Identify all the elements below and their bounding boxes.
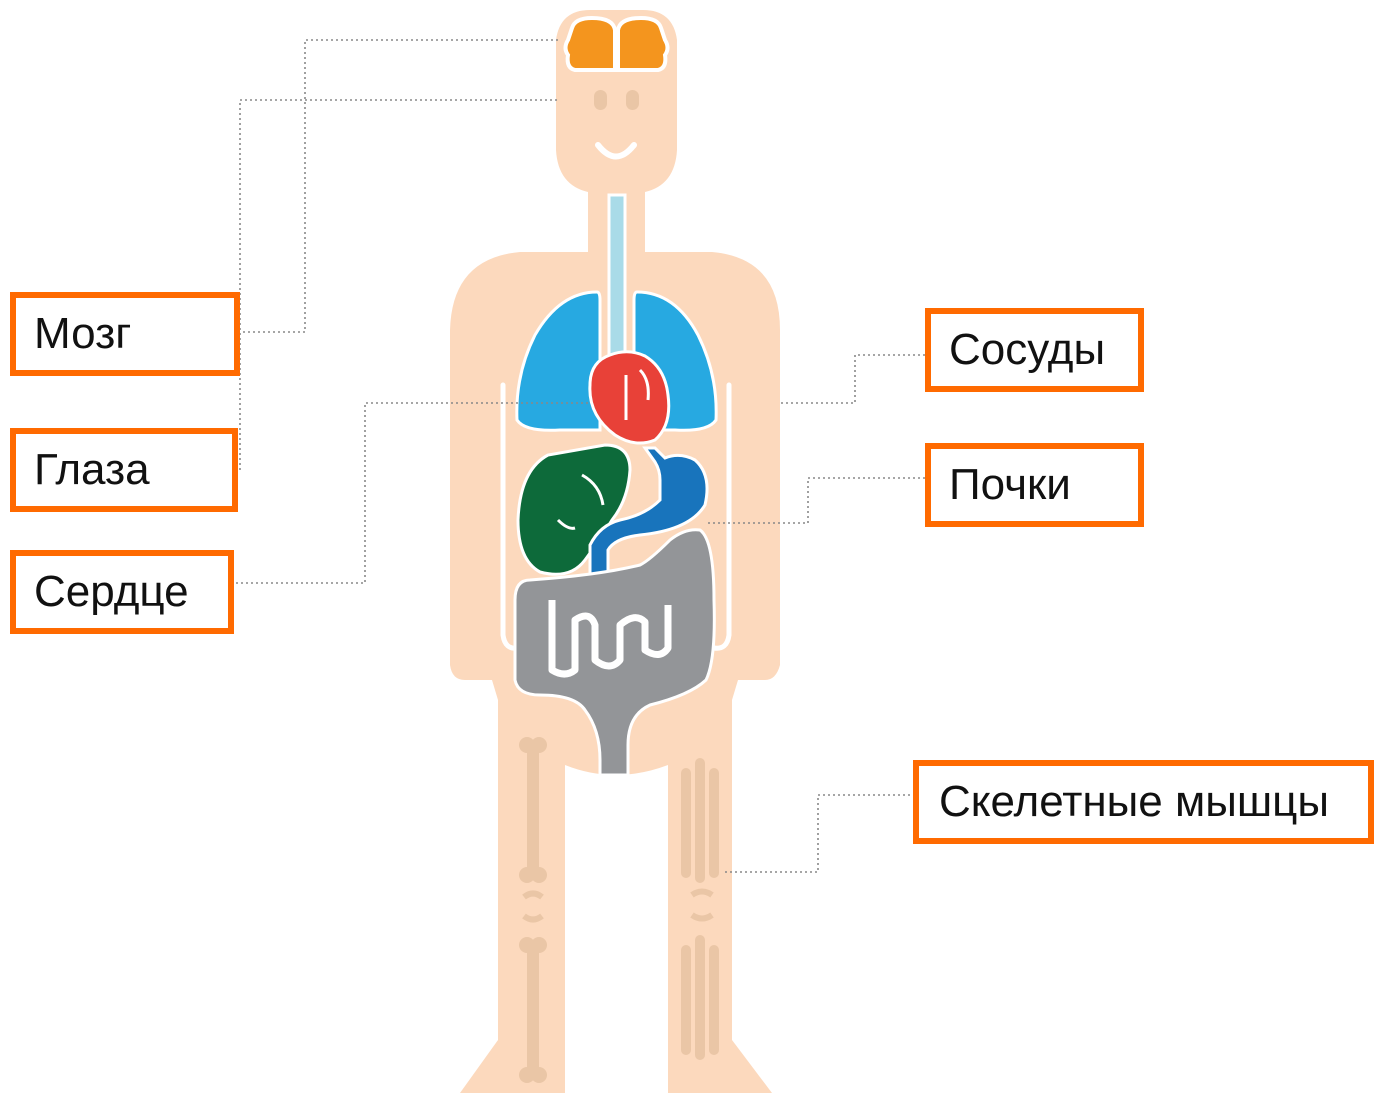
right-foot [732, 1040, 772, 1093]
label-kidneys-text: Почки [949, 463, 1071, 507]
trachea [609, 195, 625, 360]
label-brain: Мозг [10, 292, 240, 376]
label-muscles-text: Скелетные мышцы [939, 780, 1329, 824]
connector-vessels [780, 355, 925, 403]
label-vessels-text: Сосуды [949, 328, 1105, 372]
label-eyes-text: Глаза [34, 448, 150, 492]
left-eye-icon [594, 90, 607, 110]
label-eyes: Глаза [10, 428, 238, 512]
left-foot [460, 1040, 498, 1093]
right-eye-icon [626, 90, 639, 110]
connector-muscles [725, 795, 915, 872]
label-brain-text: Мозг [34, 312, 131, 356]
label-kidneys: Почки [925, 443, 1144, 527]
label-muscles: Скелетные мышцы [913, 760, 1374, 844]
label-heart-text: Сердце [34, 570, 189, 614]
label-vessels: Сосуды [925, 308, 1144, 392]
label-heart: Сердце [10, 550, 234, 634]
